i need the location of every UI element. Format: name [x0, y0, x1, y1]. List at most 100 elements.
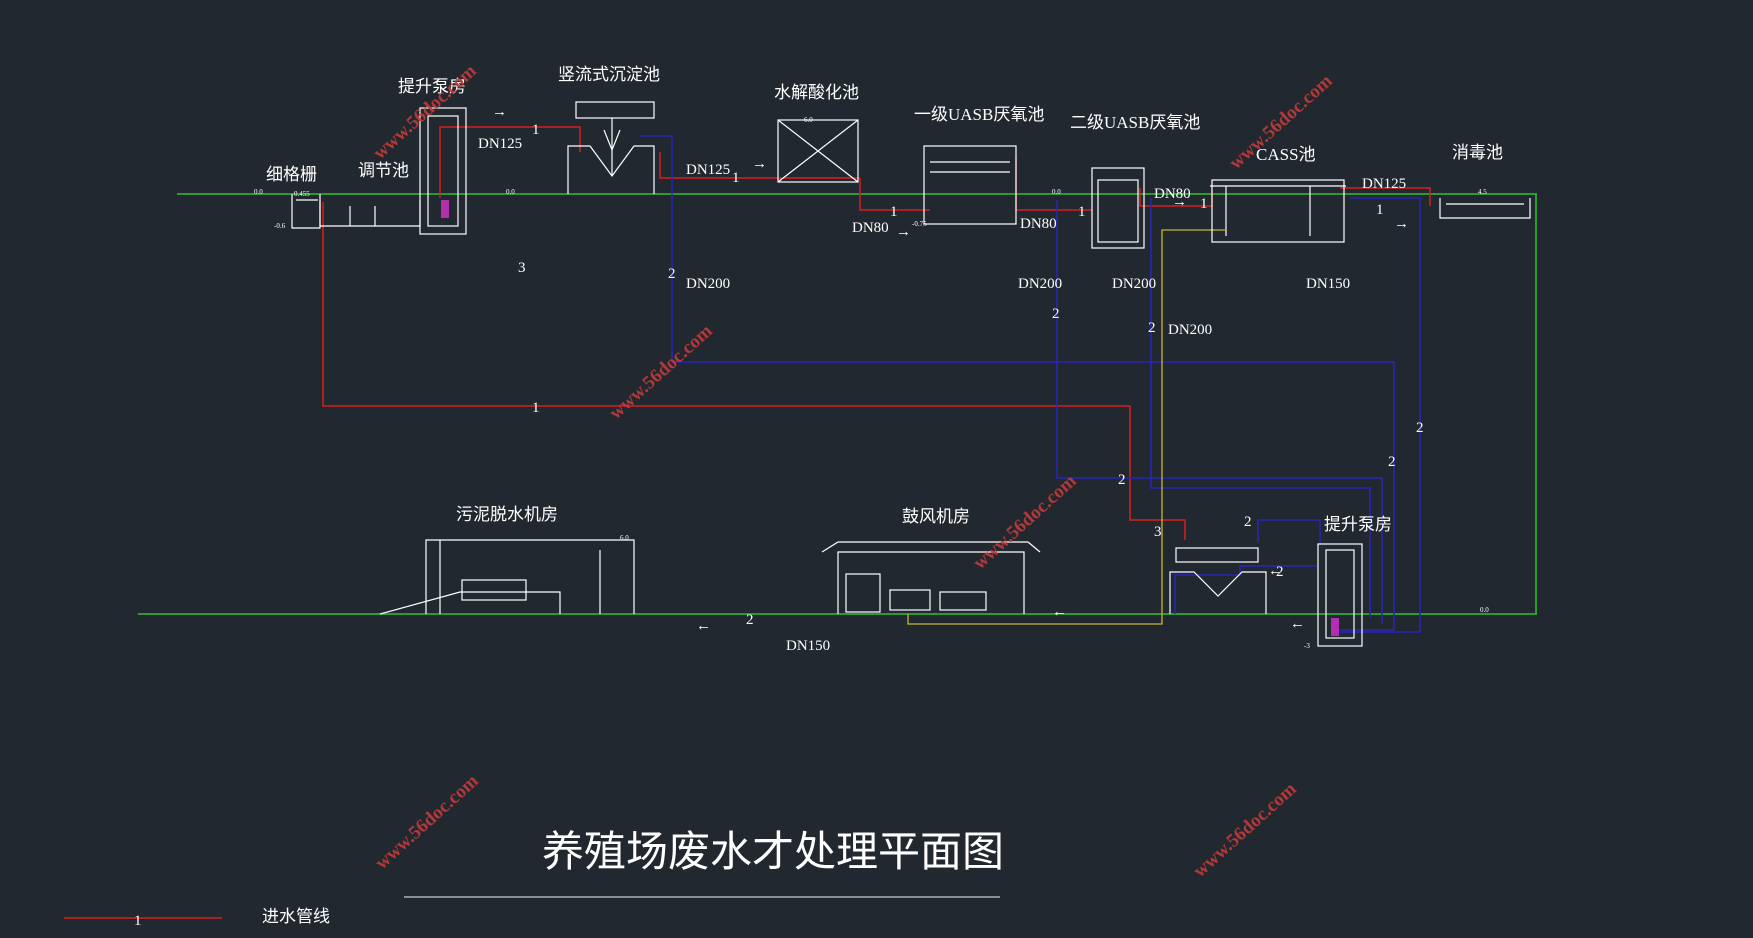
line-number: 2 [746, 612, 754, 628]
pipe-size-dn80: DN80 [1154, 186, 1191, 202]
label-disinfection: 消毒池 [1452, 143, 1503, 162]
line-number: 1 [1376, 202, 1384, 218]
line-number: 2 [1276, 564, 1284, 580]
uasb2-shape [1091, 167, 1145, 249]
inflow-pipe-top [439, 126, 581, 198]
line-number: 1 [532, 400, 540, 416]
flow-arrow: → [492, 104, 507, 120]
flow-arrow: → [1394, 216, 1409, 232]
line-number: 1 [890, 204, 898, 220]
lift-pump-top-pump [441, 200, 449, 218]
flow-arrow: ← [1052, 604, 1067, 620]
watermark-text: www.56doc.com [1189, 778, 1300, 881]
sludge-pipe-3 [1150, 198, 1371, 618]
pipe-size-dn200: DN200 [1018, 276, 1062, 292]
pipe-size-dn80: DN80 [852, 220, 889, 236]
blower-room-shape [821, 541, 1041, 614]
elevation-mark: -3 [1304, 642, 1310, 650]
vertical-settling-shape [567, 101, 655, 194]
fine-screen-shape [291, 194, 321, 229]
flow-arrow: → [1172, 194, 1187, 210]
elevation-mark: 4.5 [1478, 188, 1487, 196]
line-number: 2 [1388, 454, 1396, 470]
pipe-size-dn125: DN125 [1362, 176, 1406, 192]
inflow-pipe-hydro [859, 178, 930, 211]
elevation-mark: 0.455 [294, 190, 310, 198]
watermark-text: www.56doc.com [969, 470, 1080, 573]
sludge-pipe-1 [640, 135, 1395, 631]
label-uasb1: 一级UASB厌氧池 [914, 105, 1044, 124]
pipe-size-dn125: DN125 [478, 136, 522, 152]
lift-pump-bottom-shape [1317, 543, 1363, 647]
line-number: 2 [1052, 306, 1060, 322]
pipe-size-dn80: DN80 [1020, 216, 1057, 232]
label-lift-pump-top: 提升泵房 [398, 77, 466, 96]
label-uasb2: 二级UASB厌氧池 [1070, 113, 1200, 132]
legend-description: 进水管线 [262, 907, 330, 926]
legend-line-number: 1 [134, 913, 142, 929]
line-number: 1 [732, 170, 740, 186]
pipe-size-dn150: DN150 [1306, 276, 1350, 292]
flow-arrow: ← [696, 618, 711, 634]
elevation-mark: 0.0 [1052, 188, 1061, 196]
pipe-size-dn200: DN200 [1168, 322, 1212, 338]
elevation-mark: 0.0 [1480, 606, 1489, 614]
pipe-size-dn200: DN200 [686, 276, 730, 292]
pipe-size-dn200: DN200 [1112, 276, 1156, 292]
line-number: 3 [518, 260, 526, 276]
inflow-pipe-main [322, 202, 1186, 540]
disinfection-shape [1439, 198, 1531, 219]
elevation-mark: 6.0 [804, 116, 813, 124]
inflow-pipe-uasb1 [1015, 158, 1092, 211]
label-cass: CASS池 [1256, 145, 1316, 164]
regulating-tank-shape [319, 200, 421, 227]
line-number: 1 [1200, 196, 1208, 212]
drawing-title: 养殖场废水才处理平面图 [542, 829, 1004, 876]
line-number: 2 [1148, 320, 1156, 336]
line-number: 2 [1416, 420, 1424, 436]
elevation-mark: -0.75 [912, 220, 927, 228]
flow-arrow: ← [1268, 563, 1283, 579]
sludge-pipe-2 [1056, 200, 1383, 624]
flow-arrow: → [896, 224, 911, 240]
uasb1-shape [923, 145, 1017, 225]
flow-arrow: → [752, 156, 767, 172]
line-number: 2 [1118, 472, 1126, 488]
label-fine-screen: 细格栅 [266, 165, 317, 184]
hydrolysis-shape [777, 119, 859, 183]
watermark-text: www.56doc.com [605, 320, 716, 423]
label-lift-pump-bottom: 提升泵房 [1324, 515, 1392, 534]
lift-pump-top-shape [419, 107, 467, 235]
label-hydrolysis: 水解酸化池 [774, 83, 859, 102]
elevation-mark: -0.6 [274, 222, 286, 230]
watermark-text: www.56doc.com [369, 60, 480, 163]
lift-pump-bottom-pump [1331, 618, 1339, 636]
line-number: 1 [532, 122, 540, 138]
watermark-text: www.56doc.com [371, 770, 482, 873]
line-number: 3 [1154, 524, 1162, 540]
sludge-pipe-5 [1174, 565, 1318, 614]
sludge-pipe-4 [1340, 197, 1421, 633]
label-regulating-tank: 调节池 [358, 161, 409, 180]
label-blower-room: 鼓风机房 [902, 507, 970, 526]
elevation-mark: 6.0 [620, 534, 629, 542]
lower-settling-shape [1169, 547, 1267, 614]
sludge-pipe-6 [1257, 519, 1321, 545]
elevation-mark: 0.0 [254, 188, 263, 196]
cass-shape [1210, 179, 1346, 243]
line-number: 2 [1244, 514, 1252, 530]
air-pipe [907, 229, 1225, 625]
pipe-size-dn150: DN150 [786, 638, 830, 654]
inflow-pipe-settling [659, 152, 860, 179]
sludge-dewatering-shape [379, 539, 635, 615]
elevation-mark: 0.0 [506, 188, 515, 196]
pipe-size-dn125: DN125 [686, 162, 730, 178]
line-number: 1 [1078, 204, 1086, 220]
flow-arrow: ← [1290, 616, 1305, 632]
line-number: 2 [668, 266, 676, 282]
label-sludge-dewatering: 污泥脱水机房 [456, 505, 558, 524]
inflow-pipe-cass [1340, 187, 1431, 206]
label-vertical-settling: 竖流式沉淀池 [558, 65, 660, 84]
